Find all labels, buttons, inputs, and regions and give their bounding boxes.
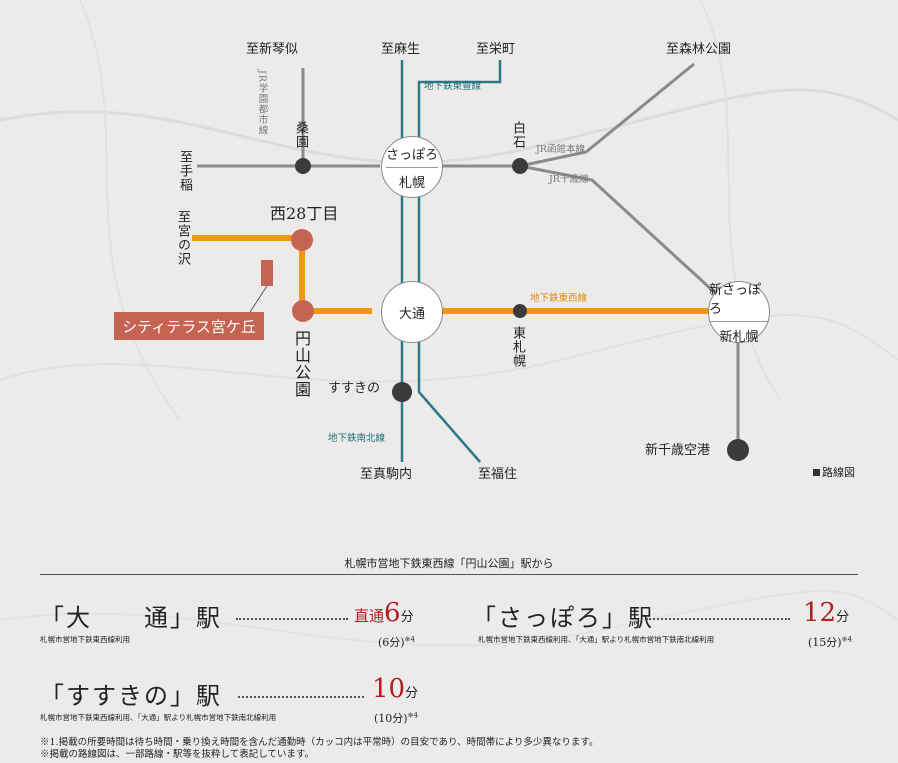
route-susukino-mark: ※4 bbox=[407, 711, 418, 720]
maruyama-label: 円山公園 bbox=[292, 330, 311, 398]
higashi-sapporo-label: 東札幌 bbox=[510, 326, 525, 368]
shin-sapporo-label-top: 新さっぽろ bbox=[709, 279, 769, 322]
shiroishi-dot bbox=[512, 158, 528, 174]
susukino-label: すすきの bbox=[328, 381, 381, 396]
dest-miyanosawa: 至宮の沢 bbox=[175, 210, 190, 266]
nishi28-dot bbox=[291, 229, 313, 251]
kuwazono-label: 桑園 bbox=[293, 121, 308, 149]
legend: 路線図 bbox=[813, 464, 855, 480]
toho-south bbox=[417, 330, 481, 463]
route-susukino-alt: (10分)※4 bbox=[374, 710, 418, 726]
dest-teine: 至手稲 bbox=[177, 150, 192, 192]
route-sapporo-mark: ※4 bbox=[841, 635, 852, 644]
route-sapporo-name: 「さっぽろ」駅 bbox=[472, 604, 654, 632]
property-label: シティテラス宮ケ丘 bbox=[114, 312, 264, 340]
dest-shinrin-koen: 至森林公園 bbox=[666, 42, 732, 57]
route-sapporo-unit: 分 bbox=[836, 610, 850, 625]
route-sapporo-alt-time: (15分) bbox=[808, 636, 842, 649]
maruyama-dot bbox=[292, 300, 314, 322]
route-susukino-unit: 分 bbox=[405, 686, 419, 701]
subway-teal-lines bbox=[400, 60, 502, 463]
legend-text: 路線図 bbox=[822, 466, 855, 479]
route-susukino-leader bbox=[238, 696, 364, 698]
route-sapporo-note: 札幌市営地下鉄東西線利用、「大通」駅より札幌市営地下鉄南北線利用 bbox=[478, 635, 715, 644]
dest-sakaemachi: 至栄町 bbox=[476, 42, 516, 57]
route-susukino-minutes: 10 bbox=[372, 674, 406, 704]
route-susukino-alt-time: (10分) bbox=[374, 712, 408, 725]
route-susukino-note: 札幌市営地下鉄東西線利用、「大通」駅より札幌市営地下鉄南北線利用 bbox=[40, 713, 277, 722]
jr-hakodate-line bbox=[519, 62, 695, 168]
nanboku-label: 地下鉄南北線 bbox=[328, 433, 386, 444]
odori-label: 大通 bbox=[398, 306, 425, 322]
tozai-line bbox=[192, 235, 708, 314]
route-odori-unit: 分 bbox=[400, 610, 414, 625]
kuwazono-dot bbox=[295, 158, 311, 174]
shin-sapporo-station: 新さっぽろ 新札幌 bbox=[708, 279, 770, 345]
new-chitose-dot bbox=[727, 439, 749, 461]
route-odori-minutes: 6 bbox=[384, 598, 401, 628]
route-sapporo-leader bbox=[646, 618, 790, 620]
route-odori-note: 札幌市営地下鉄東西線利用 bbox=[40, 635, 130, 644]
shin-sapporo-label-bottom: 新札幌 bbox=[719, 330, 759, 345]
hakodate-label: JR函館本線 bbox=[536, 144, 585, 155]
tozai-west bbox=[192, 235, 372, 314]
jr-chitose-line bbox=[519, 164, 738, 314]
route-odori-alt-time: (6分) bbox=[378, 636, 405, 649]
property-marker bbox=[261, 260, 273, 286]
route-sapporo-minutes: 12 bbox=[803, 598, 837, 628]
jr-gakuen-label: JR学園都市線 bbox=[256, 70, 268, 136]
nishi28-label: 西28丁目 bbox=[270, 204, 339, 223]
jr-lines bbox=[197, 62, 740, 448]
route-odori-leader bbox=[236, 618, 348, 620]
sapporo-label-top: さっぽろ bbox=[385, 144, 438, 168]
legend-square-icon bbox=[813, 469, 820, 476]
route-susukino-time: 10分 bbox=[372, 674, 418, 704]
route-odori-alt: (6分)※4 bbox=[378, 634, 415, 650]
sapporo-station: さっぽろ 札幌 bbox=[381, 136, 443, 198]
route-susukino-name: 「すすきの」駅 bbox=[40, 682, 222, 710]
route-odori-prefix: 直通 bbox=[354, 607, 385, 625]
shiroishi-label: 白石 bbox=[510, 121, 525, 149]
route-odori-name: 「大 通」駅 bbox=[40, 604, 222, 632]
new-chitose-label: 新千歳空港 bbox=[645, 443, 711, 458]
sapporo-label-bottom: 札幌 bbox=[398, 175, 425, 191]
dest-fukuzumi: 至福住 bbox=[478, 467, 518, 482]
higashi-sapporo-dot bbox=[513, 304, 527, 318]
dest-makomanai: 至真駒内 bbox=[360, 467, 413, 482]
property-leader bbox=[249, 285, 268, 313]
susukino-dot bbox=[392, 382, 412, 402]
dest-shin-kotoni: 至新琴似 bbox=[246, 42, 299, 57]
route-map bbox=[192, 60, 749, 463]
divider bbox=[40, 574, 858, 575]
toho-label: 地下鉄東豊線 bbox=[424, 81, 482, 92]
footnote-2: ※掲載の路線図は、一部路線・駅等を抜粋して表記しています。 bbox=[40, 749, 314, 760]
route-sapporo-alt: (15分)※4 bbox=[808, 634, 852, 650]
access-title: 札幌市営地下鉄東西線「円山公園」駅から bbox=[344, 557, 554, 570]
odori-station: 大通 bbox=[381, 281, 443, 343]
route-sapporo-time: 12分 bbox=[803, 598, 849, 628]
route-odori-time: 直通6分 bbox=[354, 598, 414, 628]
route-odori-mark: ※4 bbox=[404, 635, 415, 644]
chitose-label: JR千歳線 bbox=[549, 174, 589, 185]
dest-asabu: 至麻生 bbox=[381, 42, 421, 57]
tozai-label: 地下鉄東西線 bbox=[530, 293, 588, 304]
footnote-1: ※1.掲載の所要時間は待ち時間・乗り換え時間を含んだ通勤時（カッコ内は平常時）の… bbox=[40, 737, 599, 748]
